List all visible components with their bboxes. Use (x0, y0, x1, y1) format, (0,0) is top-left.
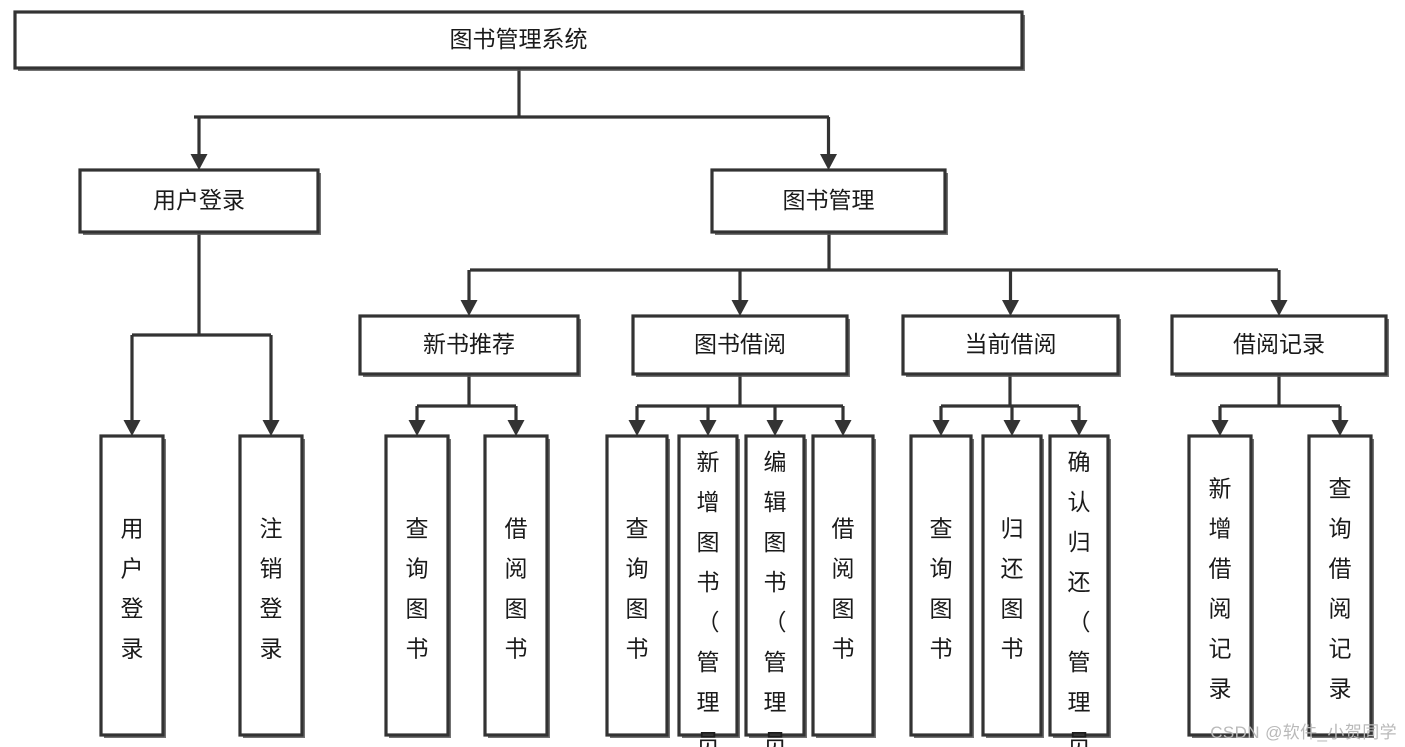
node-box-leaf-query-book-borrow[interactable] (605, 434, 669, 737)
arrow-to-leaf-borrow-book-head (834, 420, 852, 436)
node-box-new-book-recommend[interactable] (358, 314, 580, 376)
arrow-to-book-borrow-head (731, 300, 749, 316)
arrow-to-current-borrow-head (1002, 300, 1019, 316)
node-box-book-borrow[interactable] (631, 314, 849, 376)
node-label-leaf-add-borrow-record: 新增借阅记录 (1209, 476, 1232, 702)
node-box-leaf-query-book-rec[interactable] (384, 434, 450, 737)
arrow-to-leaf-user-login-head (123, 420, 141, 436)
node-label-leaf-query-book-rec: 查询图书 (406, 516, 429, 662)
arrow-to-new-book-recommend-head (460, 300, 478, 316)
node-label-leaf-query-borrow-record: 查询借阅记录 (1329, 476, 1352, 702)
node-box-leaf-query-borrow-record[interactable] (1307, 434, 1373, 737)
arrow-to-leaf-return-book-head (1003, 420, 1021, 436)
node-label-leaf-borrow-book: 借阅图书 (832, 516, 855, 662)
node-box-leaf-edit-book-admin[interactable] (744, 434, 806, 737)
node-label-leaf-confirm-return-admin: 确认归还（管理员） (1068, 449, 1091, 747)
connector-links-layer (123, 68, 1349, 436)
node-box-root[interactable] (13, 10, 1024, 70)
arrow-to-user-login-head (190, 154, 208, 170)
node-label-book-borrow: 图书借阅 (694, 331, 786, 357)
node-box-leaf-return-book[interactable] (981, 434, 1043, 737)
node-label-book-manage: 图书管理 (783, 187, 875, 213)
node-box-leaf-confirm-return-admin[interactable] (1048, 434, 1110, 737)
arrow-to-leaf-query-borrow-record-head (1331, 420, 1349, 436)
arrow-to-leaf-confirm-return-admin-head (1070, 420, 1088, 436)
node-label-leaf-query-book-borrow: 查询图书 (626, 516, 649, 662)
node-boxes-layer: 图书管理系统用户登录图书管理新书推荐图书借阅当前借阅借阅记录用户登录注销登录查询… (13, 10, 1389, 747)
node-box-leaf-add-book-admin[interactable] (677, 434, 739, 737)
node-box-leaf-add-borrow-record[interactable] (1187, 434, 1253, 737)
arrow-to-leaf-add-borrow-record-head (1211, 420, 1229, 436)
watermark-label: CSDN @软件_小贺同学 (1210, 723, 1397, 742)
node-label-leaf-edit-book-admin: 编辑图书（管理员） (764, 449, 787, 747)
arrow-to-leaf-logout-login-head (262, 420, 280, 436)
node-box-leaf-borrow-book-rec[interactable] (483, 434, 549, 737)
node-box-user-login[interactable] (78, 168, 320, 234)
node-label-borrow-record: 借阅记录 (1233, 331, 1325, 357)
arrow-to-leaf-add-book-admin-head (699, 420, 717, 436)
node-box-borrow-record[interactable] (1170, 314, 1388, 376)
arrow-to-leaf-borrow-book-rec-head (507, 420, 525, 436)
node-label-leaf-logout-login: 注销登录 (260, 516, 283, 662)
arrow-to-borrow-record-head (1270, 300, 1288, 316)
node-label-leaf-borrow-book-rec: 借阅图书 (505, 516, 528, 662)
arrow-to-book-manage-head (820, 154, 837, 170)
node-box-current-borrow[interactable] (901, 314, 1120, 376)
arrow-to-leaf-query-book-borrow-head (628, 420, 646, 436)
node-box-leaf-user-login[interactable] (99, 434, 165, 737)
node-label-root: 图书管理系统 (450, 26, 588, 52)
node-label-leaf-add-book-admin: 新增图书（管理员） (697, 449, 720, 747)
node-label-new-book-recommend: 新书推荐 (423, 331, 515, 357)
node-box-leaf-query-book-cur[interactable] (909, 434, 973, 737)
node-box-leaf-borrow-book[interactable] (811, 434, 875, 737)
node-box-book-manage[interactable] (710, 168, 947, 234)
node-label-user-login: 用户登录 (153, 187, 245, 213)
node-label-leaf-return-book: 归还图书 (1001, 516, 1024, 662)
node-label-leaf-query-book-cur: 查询图书 (930, 516, 953, 662)
arrow-to-leaf-query-book-rec-head (408, 420, 426, 436)
arrow-to-leaf-query-book-cur-head (932, 420, 950, 436)
arrow-to-leaf-edit-book-admin-head (766, 420, 784, 436)
node-label-current-borrow: 当前借阅 (965, 331, 1057, 357)
node-label-leaf-user-login: 用户登录 (121, 516, 144, 662)
node-box-leaf-logout-login[interactable] (238, 434, 304, 737)
